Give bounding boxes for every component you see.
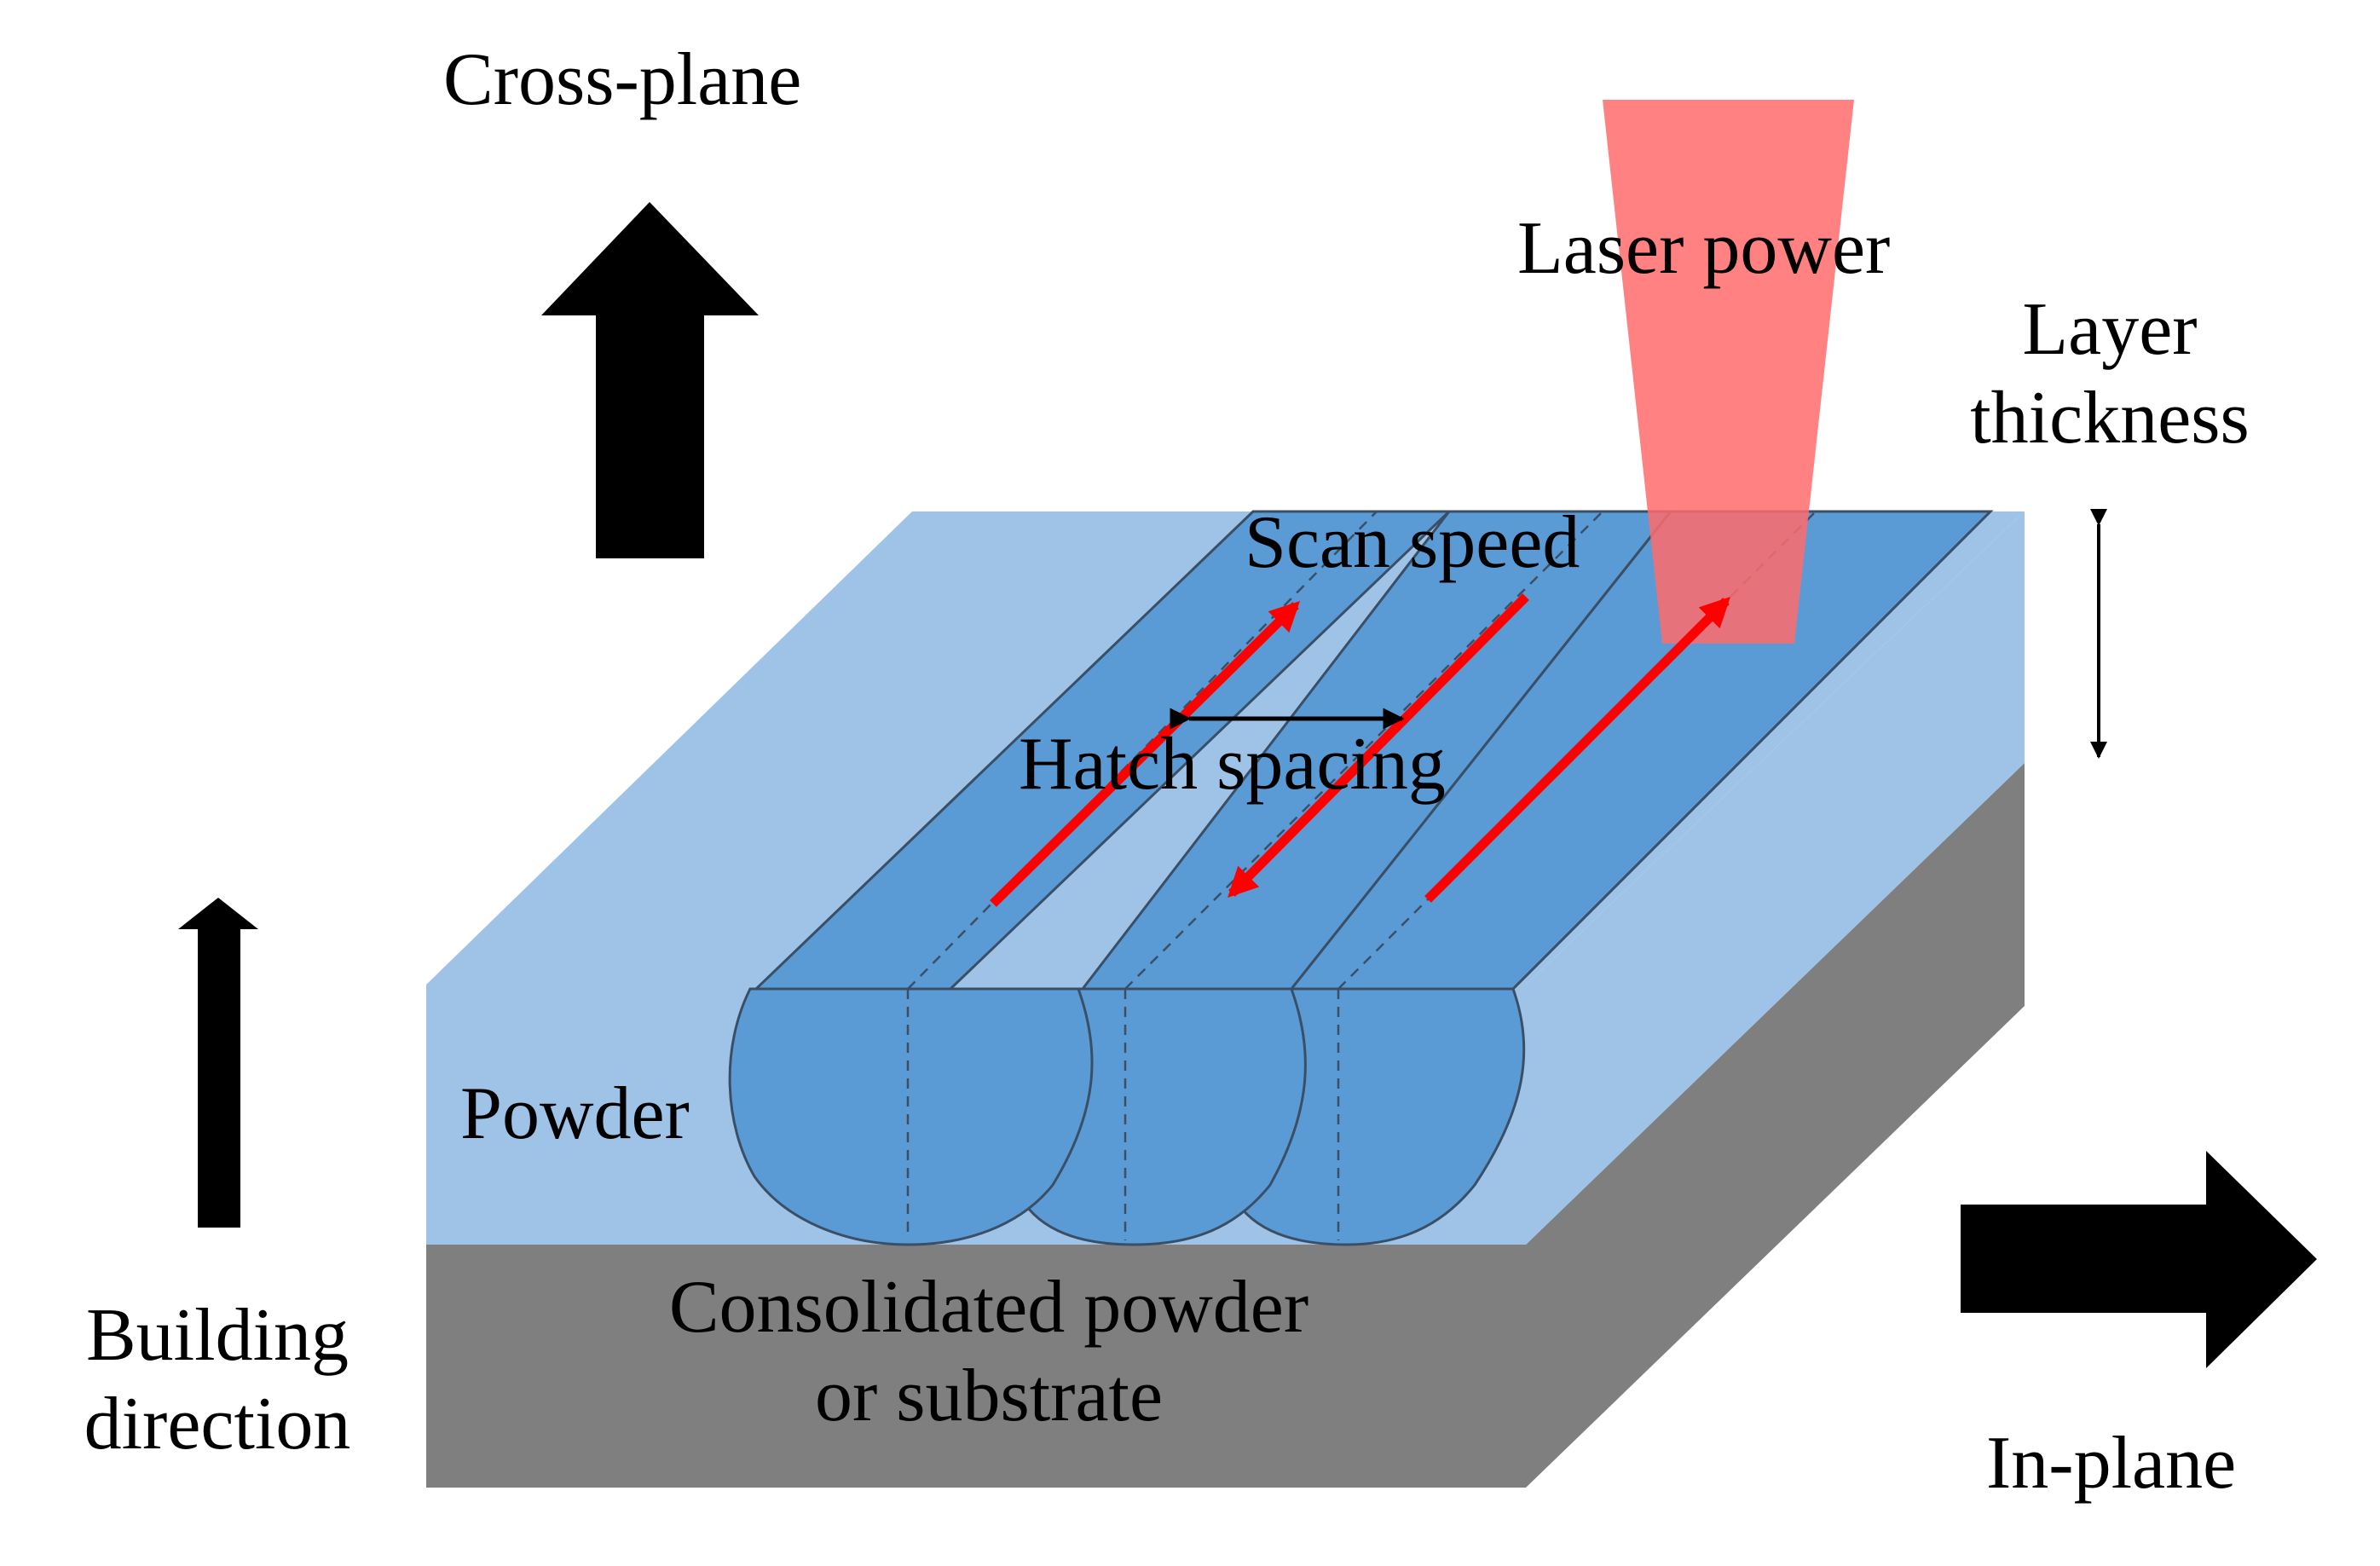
building-direction-line-1: Building [85,1294,349,1377]
substrate-side-face [1526,763,2025,1488]
in-plane-arrow [1961,1151,2317,1368]
layer-thickness-line-1: Layer [2022,288,2198,371]
hatch-spacing-label: Hatch spacing [1019,723,1446,806]
scan-arrow-1 [990,601,1301,907]
powder-label: Powder [460,1072,690,1155]
layer-thickness-line-2: thickness [1970,376,2250,459]
consolidated-line-1: Consolidated powder [668,1266,1309,1349]
building-direction-arrow [178,898,258,1228]
scan-arrows [990,593,1730,907]
cross-plane-arrow [541,202,759,558]
laser-power-label: Laser power [1517,207,1891,290]
layer-thickness-label: Layer thickness [1931,286,2289,463]
substrate-front-face [426,1245,1526,1488]
in-plane-label: In-plane [1986,1422,2237,1505]
laser-beam [1603,100,1854,644]
scan-speed-label: Scan speed [1245,501,1580,584]
consolidated-label: Consolidated powder or substrate [597,1263,1381,1441]
scan-arrow-3 [1424,597,1730,903]
consolidated-line-2: or substrate [814,1354,1164,1437]
bead-1-cross-section [728,987,1094,1246]
powder-side-face [1526,511,2025,1245]
building-direction-label: Building direction [26,1292,409,1469]
building-direction-line-2: direction [84,1382,351,1465]
cross-plane-label: Cross-plane [443,38,802,121]
scan-arrow-2 [1228,593,1529,898]
